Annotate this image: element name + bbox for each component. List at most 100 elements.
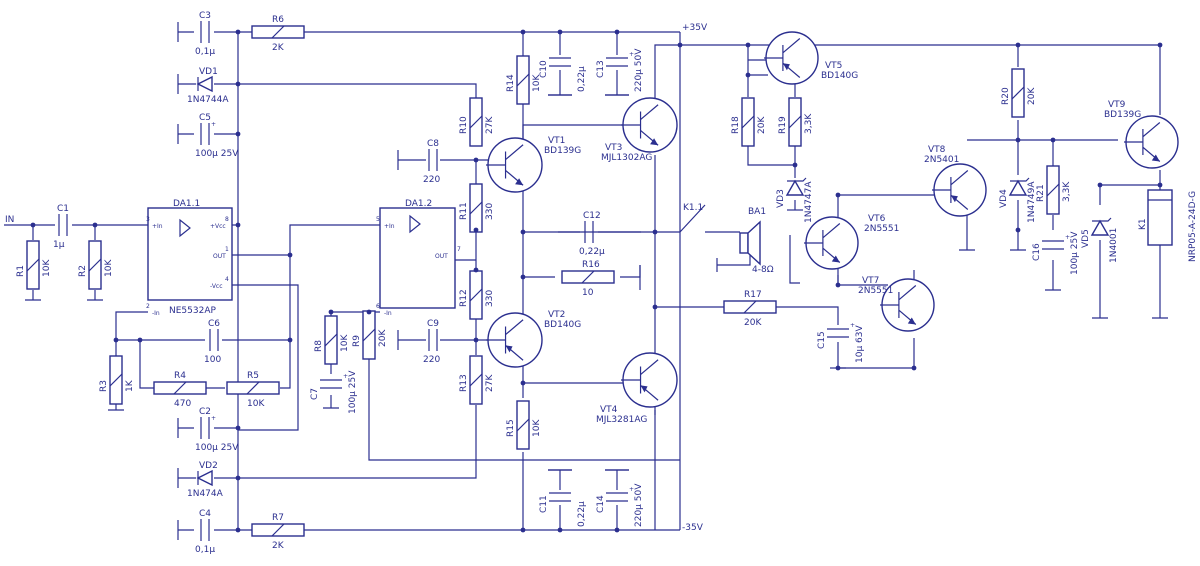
vd1-diode xyxy=(196,75,213,93)
junction-dot xyxy=(287,252,293,258)
c13-label: C13 xyxy=(596,60,606,78)
junction-dot xyxy=(473,227,479,233)
r13-resistor xyxy=(469,355,483,405)
vd4-diode xyxy=(1008,177,1030,196)
da11-pin-vee: -Vcc xyxy=(210,283,223,290)
junction-dots xyxy=(30,29,1163,533)
junction-dot xyxy=(520,229,526,235)
r3-label: R3 xyxy=(99,380,109,392)
r21v-label: 3,3K xyxy=(1062,181,1072,202)
vt1v-label: BD139G xyxy=(544,146,581,156)
r19-resistor xyxy=(788,97,802,147)
vd2-diode xyxy=(196,469,213,487)
r16-resistor xyxy=(561,270,615,284)
vt3-transistor xyxy=(621,97,678,153)
c8-label: C8 xyxy=(427,139,439,149)
r16v-label: 10 xyxy=(582,288,594,298)
vd3-label: VD3 xyxy=(776,189,786,208)
da12-pin6: 6 xyxy=(376,303,380,310)
da11-pin3: 3 xyxy=(146,216,150,223)
c15v-label: 10µ 63V xyxy=(855,325,865,363)
junction-dot xyxy=(287,337,293,343)
r4-resistor xyxy=(153,381,207,395)
r10-label: R10 xyxy=(459,116,469,134)
r5-label: R5 xyxy=(247,371,259,381)
c2-capacitor: + xyxy=(200,415,216,439)
c5v-label: 100µ 25V xyxy=(195,149,239,159)
r11v-label: 330 xyxy=(485,203,495,220)
r6v-label: 2K xyxy=(272,43,285,53)
r1-resistor xyxy=(26,240,40,290)
r6-label: R6 xyxy=(272,15,284,25)
r7-label: R7 xyxy=(272,513,284,523)
r7v-label: 2K xyxy=(272,541,285,551)
da12-pin-inn: -In xyxy=(384,310,392,317)
r18v-label: 20K xyxy=(757,116,767,134)
vd5-diode xyxy=(1090,217,1112,236)
r21-label: R21 xyxy=(1036,184,1046,202)
junction-dot xyxy=(137,337,143,343)
r12-resistor xyxy=(469,270,483,320)
r21-resistor xyxy=(1046,165,1060,215)
c4-label: C4 xyxy=(199,509,211,519)
vt4v-label: MJL3281AG xyxy=(596,415,647,425)
vd4-label: VD4 xyxy=(999,189,1009,208)
c13-capacitor: + xyxy=(606,51,634,67)
r8-resistor xyxy=(324,315,338,365)
junction-dot xyxy=(652,304,658,310)
da11-pin1: 1 xyxy=(225,246,229,253)
c2v-label: 100µ 25V xyxy=(195,443,239,453)
c1-label: C1 xyxy=(57,204,69,214)
vt4-transistor xyxy=(621,352,678,408)
c11-capacitor xyxy=(549,492,571,502)
k11-label: K1.1 xyxy=(683,203,703,213)
da11-pin2: 2 xyxy=(146,303,150,310)
junction-dot xyxy=(614,29,620,35)
junction-dot xyxy=(1097,182,1103,188)
junction-dot xyxy=(520,527,526,533)
r14-resistor xyxy=(516,55,530,105)
ba1-speaker xyxy=(739,220,761,266)
c7-label: C7 xyxy=(310,388,320,400)
c3v-label: 0,1µ xyxy=(195,47,215,57)
r13v-label: 27K xyxy=(485,374,495,392)
c15-label: C15 xyxy=(817,331,827,349)
c12-capacitor xyxy=(584,221,594,243)
ground-symbols xyxy=(25,22,1168,540)
r20-label: R20 xyxy=(1001,87,1011,105)
r2v-label: 10K xyxy=(104,259,114,277)
junction-dot xyxy=(911,365,917,371)
junction-dot xyxy=(235,81,241,87)
svg-text:+: + xyxy=(850,322,855,329)
vd1-label: VD1 xyxy=(199,67,218,77)
da11-pin4: 4 xyxy=(225,276,229,283)
c10-capacitor xyxy=(549,57,571,67)
r13-label: R13 xyxy=(459,374,469,392)
c14-capacitor: + xyxy=(606,486,634,502)
vt6-label: VT6 xyxy=(868,214,886,224)
svg-text:+: + xyxy=(1065,234,1070,241)
c9v-label: 220 xyxy=(423,355,440,365)
junction-dot xyxy=(92,222,98,228)
c10v-label: 0,22µ xyxy=(577,66,587,92)
minus-rail-label: -35V xyxy=(682,523,704,533)
r12-label: R12 xyxy=(459,289,469,307)
r10-resistor xyxy=(469,97,483,147)
vt5v-label: BD140G xyxy=(821,71,858,81)
junction-dot xyxy=(366,309,372,315)
junction-dot xyxy=(557,527,563,533)
vt5-label: VT5 xyxy=(825,61,842,71)
svg-text:+: + xyxy=(629,51,634,58)
vt9v-label: BD139G xyxy=(1104,110,1141,120)
da12-pin-out: OUT xyxy=(435,253,448,260)
r4-label: R4 xyxy=(174,371,186,381)
c12v-label: 0,22µ xyxy=(579,247,605,257)
vt1-transistor xyxy=(486,137,543,193)
r19-label: R19 xyxy=(778,116,788,134)
r4v-label: 470 xyxy=(174,399,191,409)
k1-label: K1 xyxy=(1138,218,1148,230)
junction-dot xyxy=(835,282,841,288)
r1v-label: 10K xyxy=(42,259,52,277)
vd4v-label: 1N4749A xyxy=(1027,181,1037,223)
